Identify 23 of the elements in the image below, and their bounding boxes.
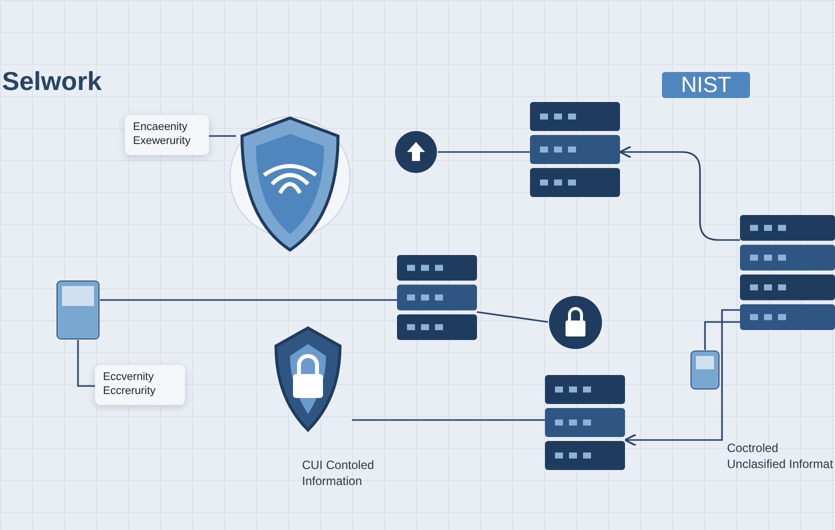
connector-line xyxy=(100,299,397,301)
device-icon xyxy=(690,350,720,390)
title: Selwork xyxy=(2,66,102,97)
server-stack-icon xyxy=(740,215,835,330)
connector-line xyxy=(624,309,740,446)
caption-text: CUI Contoled Information xyxy=(302,458,376,490)
label-box: NIST xyxy=(662,72,750,98)
caption-text: Coctroled Unclasified Informat xyxy=(727,441,834,472)
round-icon xyxy=(394,130,438,174)
server-stack-icon xyxy=(397,255,477,340)
connector-line xyxy=(77,340,95,387)
text-box: Encaeenity Exewerurity xyxy=(125,115,209,154)
round-icon xyxy=(548,295,603,350)
connector-line xyxy=(704,321,740,350)
connector-line xyxy=(438,151,530,153)
server-stack-icon xyxy=(545,375,625,470)
server-stack-icon xyxy=(530,102,620,197)
connector-line xyxy=(476,311,548,323)
text-box: Eccvernity Eccrerurity xyxy=(95,365,185,404)
connector-line xyxy=(352,419,545,421)
connector-line xyxy=(618,146,740,241)
device-icon xyxy=(56,280,100,340)
connector-line xyxy=(209,135,236,137)
